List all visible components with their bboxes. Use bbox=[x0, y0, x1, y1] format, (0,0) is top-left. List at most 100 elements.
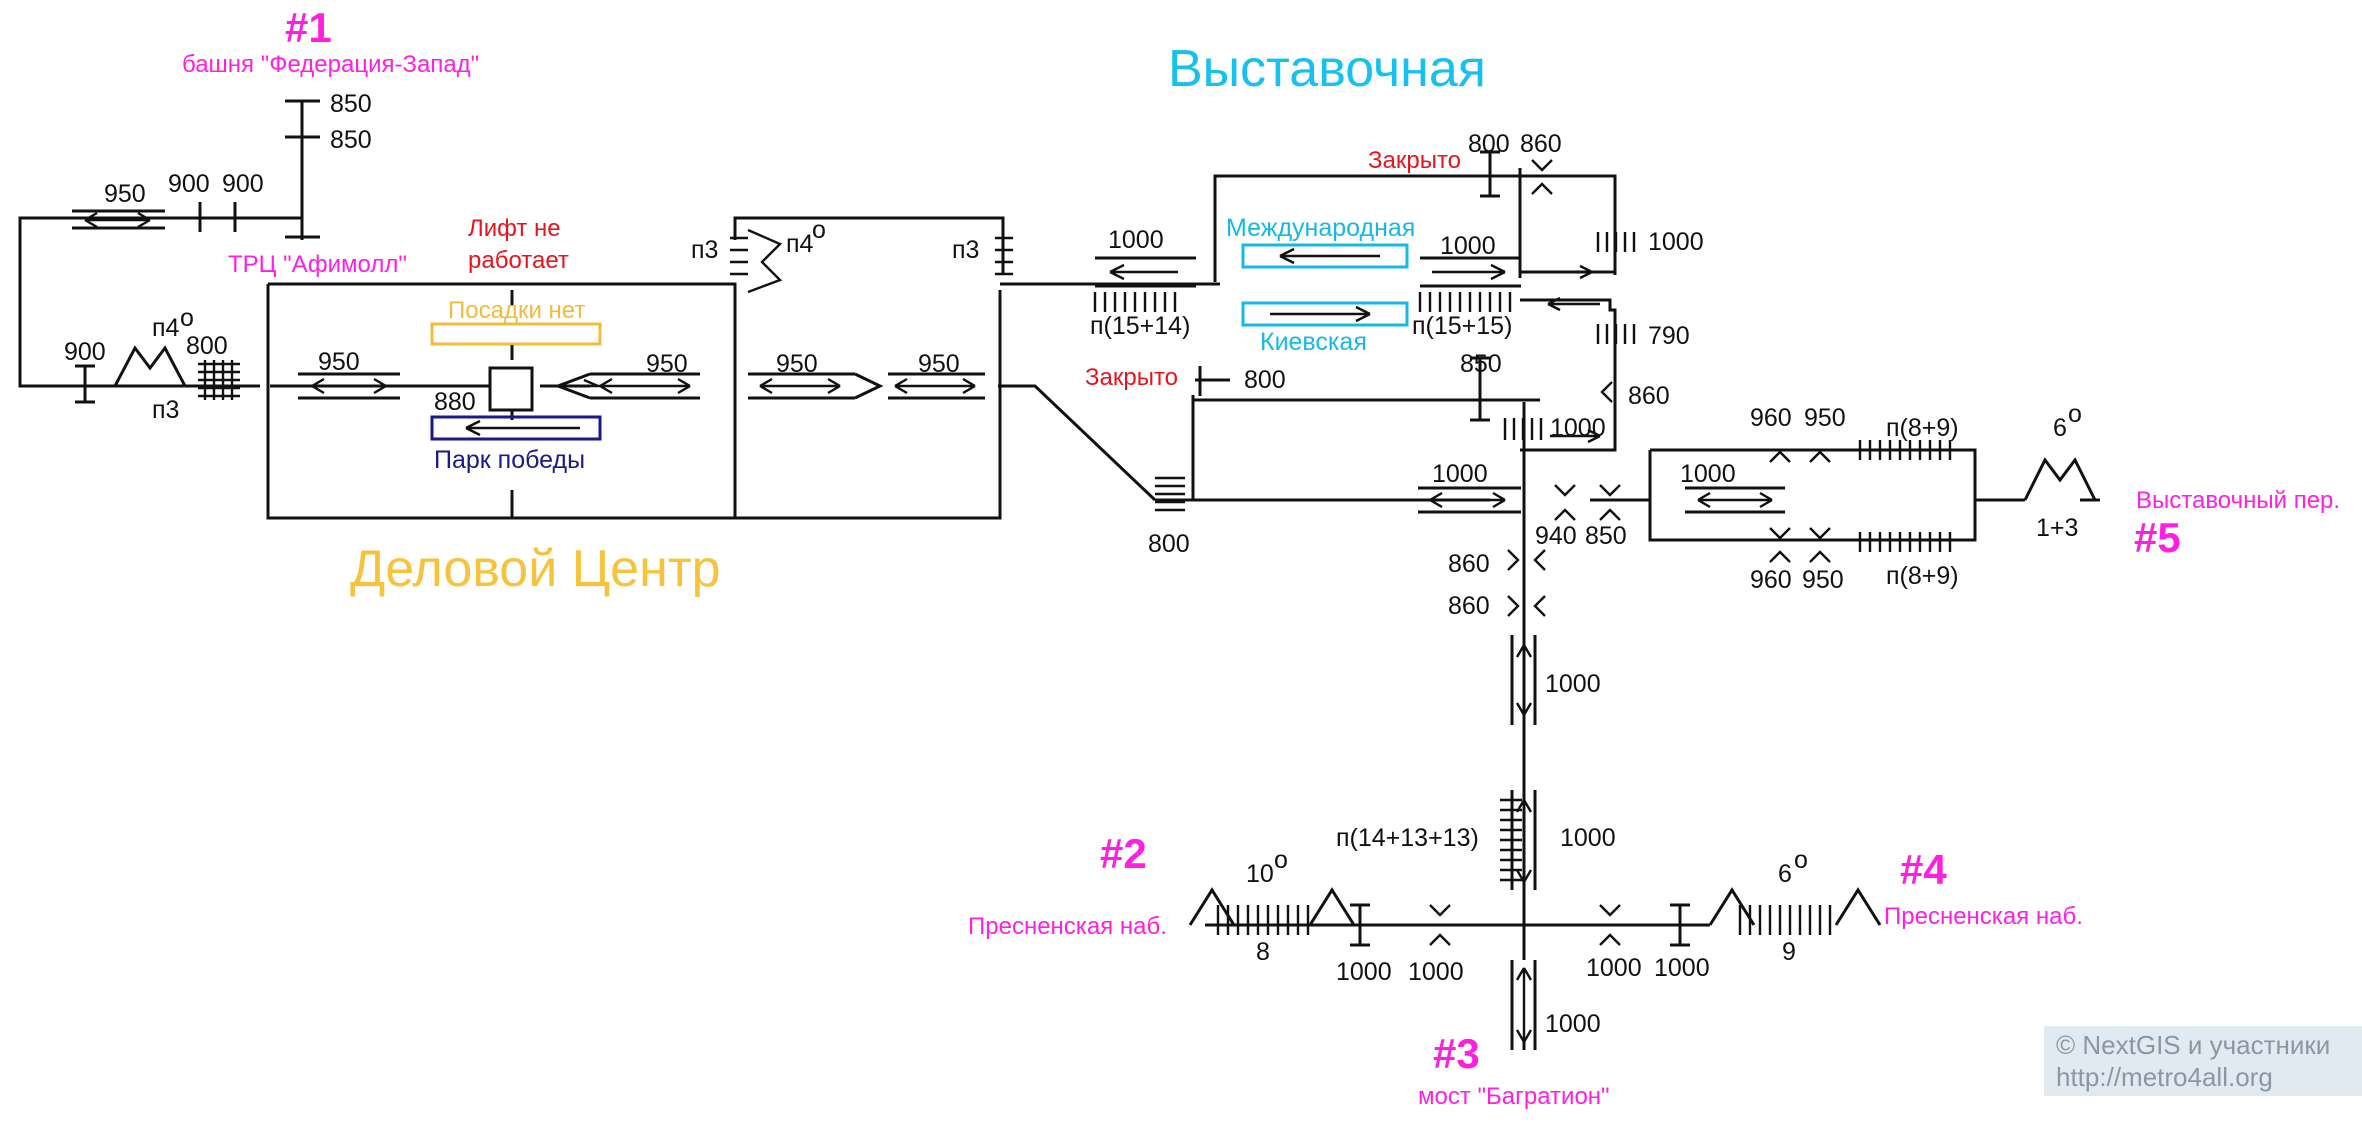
width-label: 1000 bbox=[1550, 414, 1606, 442]
width-label: 1000 bbox=[1336, 958, 1392, 986]
stair-label: o bbox=[180, 304, 194, 332]
platform-boxes bbox=[430, 243, 1409, 441]
width-label: 860 bbox=[1520, 130, 1562, 158]
stair-label: п3 bbox=[691, 236, 718, 264]
width-label: 1000 bbox=[1586, 954, 1642, 982]
credits-copyright: © NextGIS и участники bbox=[2056, 1030, 2331, 1060]
label-posadki-net: Посадки нет bbox=[448, 297, 585, 324]
width-label: 1000 bbox=[1440, 232, 1496, 260]
width-label: 900 bbox=[64, 338, 106, 366]
stair-label: п(8+9) bbox=[1886, 414, 1959, 442]
width-label: 850 bbox=[1585, 522, 1627, 550]
width-label: 800 bbox=[186, 332, 228, 360]
stair-label: п(8+9) bbox=[1886, 562, 1959, 590]
stair-label: п3 bbox=[952, 236, 979, 264]
width-labels: 850 850 950 900 900 900 800 950 880 950 … bbox=[64, 90, 1846, 1038]
width-label: 1000 bbox=[1560, 824, 1616, 852]
stair-label: 1+3 bbox=[2036, 514, 2078, 542]
exit-3-number: #3 bbox=[1433, 1030, 1480, 1077]
stair-label: п(15+15) bbox=[1412, 312, 1512, 340]
exit-5-label: Выставочный пер. bbox=[2136, 487, 2340, 514]
width-label: 950 bbox=[104, 180, 146, 208]
exit-3-label: мост "Багратион" bbox=[1418, 1083, 1610, 1110]
width-label: 950 bbox=[318, 348, 360, 376]
width-label: 880 bbox=[434, 388, 476, 416]
notice-lift-2: работает bbox=[468, 247, 569, 274]
place-afimoll: ТРЦ "Афимолл" bbox=[228, 251, 407, 278]
width-label: 950 bbox=[918, 350, 960, 378]
stair-label: o bbox=[1794, 846, 1808, 874]
width-label: 1000 bbox=[1432, 460, 1488, 488]
exit-2-number: #2 bbox=[1100, 830, 1147, 877]
width-label: 950 bbox=[1804, 404, 1846, 432]
stair-label: o bbox=[1274, 846, 1288, 874]
notice-closed-mid: Закрыто bbox=[1085, 364, 1178, 391]
width-label: 800 bbox=[1244, 366, 1286, 394]
notice-lift-1: Лифт не bbox=[468, 215, 561, 242]
label-mezhdunarodnaya: Международная bbox=[1226, 214, 1415, 242]
width-label: 1000 bbox=[1408, 958, 1464, 986]
width-label: 790 bbox=[1648, 322, 1690, 350]
stair-label: п3 bbox=[152, 396, 179, 424]
station-delovoy-tsentr: Деловой Центр bbox=[350, 540, 721, 598]
width-label: 1000 bbox=[1654, 954, 1710, 982]
width-label: 1000 bbox=[1545, 670, 1601, 698]
stair-label: 8 bbox=[1256, 938, 1270, 966]
stair-label: п4 bbox=[152, 314, 180, 342]
width-label: 950 bbox=[646, 350, 688, 378]
door-marks bbox=[75, 150, 1690, 947]
width-label: 950 bbox=[1802, 566, 1844, 594]
label-park-pobedy: Парк победы bbox=[434, 446, 585, 474]
mezhdunarodnaya-platform bbox=[1241, 243, 1409, 269]
stair-label: п(15+14) bbox=[1090, 312, 1190, 340]
stair-labels: п3 п4 o п3 п4 o п3 п(15+14) п(15+15) п(8… bbox=[152, 216, 2082, 966]
width-label: 1000 bbox=[1648, 228, 1704, 256]
stair-label: п4 bbox=[786, 230, 814, 258]
width-label: 800 bbox=[1468, 130, 1510, 158]
credits-box: © NextGIS и участники http://metro4all.o… bbox=[2044, 1026, 2362, 1096]
width-label: 850 bbox=[1460, 350, 1502, 378]
ramp-symbols bbox=[113, 345, 2097, 926]
credits-url[interactable]: http://metro4all.org bbox=[2056, 1062, 2273, 1092]
exit-2-label: Пресненская наб. bbox=[968, 913, 1167, 940]
width-label: 900 bbox=[222, 170, 264, 198]
park-pobedy-platform bbox=[430, 415, 602, 441]
stair-marks bbox=[198, 228, 1952, 935]
width-label: 860 bbox=[1448, 592, 1490, 620]
exit-labels: #1 башня "Федерация-Запад" #2 Пресненска… bbox=[182, 4, 2340, 1110]
stair-label: 10 bbox=[1246, 860, 1274, 888]
exit-1-label: башня "Федерация-Запад" bbox=[182, 51, 479, 78]
posadki-net-platform bbox=[430, 322, 602, 346]
escalator-marks bbox=[72, 209, 1785, 1050]
width-label: 1000 bbox=[1108, 226, 1164, 254]
width-label: 850 bbox=[330, 126, 372, 154]
stair-label: 9 bbox=[1782, 938, 1796, 966]
stair-label: o bbox=[2068, 400, 2082, 428]
width-label: 900 bbox=[168, 170, 210, 198]
width-label: 860 bbox=[1448, 550, 1490, 578]
label-kievskaya: Киевская bbox=[1260, 328, 1367, 356]
lift-symbol bbox=[488, 366, 534, 412]
width-label: 960 bbox=[1750, 404, 1792, 432]
stair-label: п(14+13+13) bbox=[1336, 824, 1479, 852]
stair-label: 6 bbox=[1778, 860, 1792, 888]
stair-label: o bbox=[812, 216, 826, 244]
width-label: 950 bbox=[776, 350, 818, 378]
platform-labels: Посадки нет Парк победы Международная Ки… bbox=[434, 214, 1415, 474]
notice-closed-top: Закрыто bbox=[1368, 147, 1461, 174]
station-titles: Выставочная Деловой Центр bbox=[350, 40, 1486, 598]
width-label: 960 bbox=[1750, 566, 1792, 594]
width-label: 850 bbox=[330, 90, 372, 118]
width-label: 860 bbox=[1628, 382, 1670, 410]
kievskaya-platform bbox=[1241, 301, 1409, 327]
width-label: 800 bbox=[1148, 530, 1190, 558]
direction-chevrons bbox=[1429, 159, 1831, 946]
notices: Лифт не работает Закрыто Закрыто bbox=[468, 147, 1461, 391]
width-label: 940 bbox=[1535, 522, 1577, 550]
station-vystavochnaya: Выставочная bbox=[1168, 40, 1486, 98]
stair-label: 6 bbox=[2053, 414, 2067, 442]
width-label: 1000 bbox=[1680, 460, 1736, 488]
exit-4-label: Пресненская наб. bbox=[1884, 903, 2083, 930]
exit-4-number: #4 bbox=[1900, 846, 1947, 893]
